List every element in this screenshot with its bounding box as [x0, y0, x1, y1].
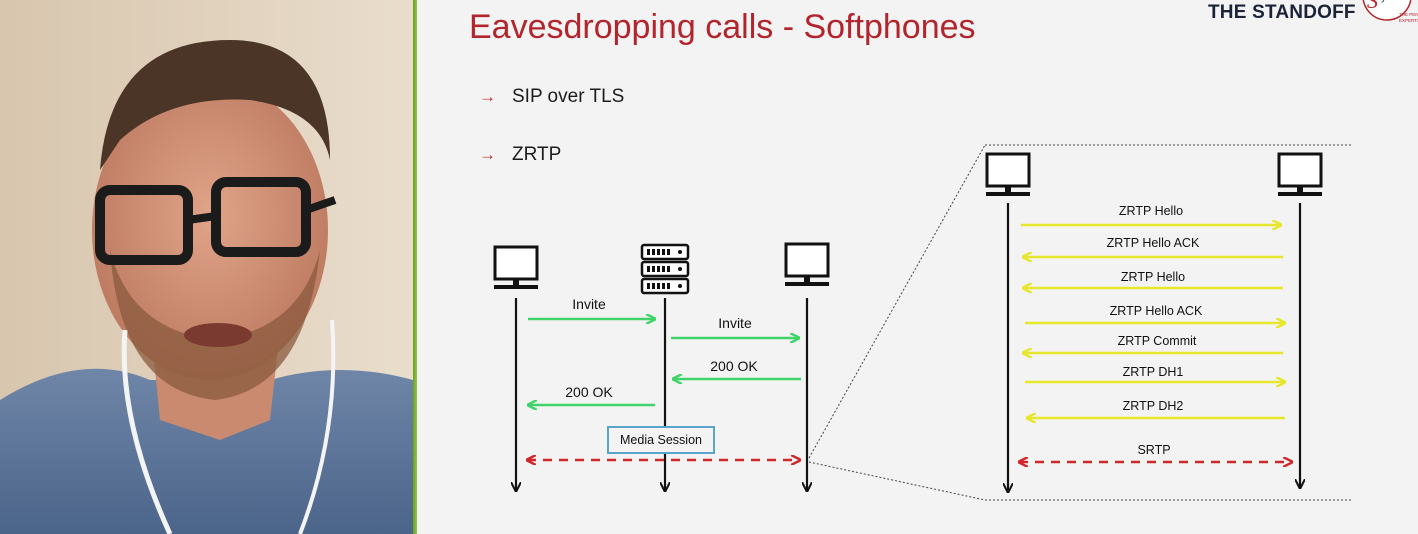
- zrtp-message-label: ZRTP Commit: [1118, 334, 1197, 348]
- zrtp-message-label: ZRTP DH1: [1123, 365, 1184, 379]
- client-a-computer-icon: [492, 245, 540, 291]
- sip-server-icon: [640, 243, 690, 295]
- webcam-border: [413, 0, 417, 534]
- arrow-right-icon: →: [479, 145, 496, 164]
- svg-text:S: S: [1367, 0, 1378, 13]
- svg-text:ySS: ySS: [1381, 0, 1401, 3]
- sip-message-label: 200 OK: [565, 384, 613, 400]
- bullet-zrtp: → ZRTP: [479, 144, 561, 166]
- bullet-text: ZRTP: [512, 144, 562, 165]
- zrtp-message-label: ZRTP Hello ACK: [1110, 304, 1203, 318]
- bullet-sip-over-tls: → SIP over TLS: [479, 86, 624, 108]
- brand-logo-text: THE STANDOFF: [1208, 2, 1356, 23]
- svg-text:EXPERTS: EXPERTS: [1399, 18, 1418, 23]
- presentation-slide: Eavesdropping calls - Softphones THE STA…: [417, 0, 1418, 534]
- media-session-label: Media Session: [607, 426, 715, 454]
- sip-message-label: 200 OK: [710, 358, 758, 374]
- zrtp-client-b-computer-icon: [1276, 152, 1324, 198]
- syss-logo: S ySS THE PEN EXPERTS: [1362, 0, 1418, 23]
- bullet-text: SIP over TLS: [512, 86, 625, 107]
- zrtp-message-label: ZRTP Hello: [1121, 270, 1185, 284]
- slide-title: Eavesdropping calls - Softphones: [469, 8, 976, 46]
- sip-message-label: Invite: [572, 296, 606, 312]
- zoom-line-top: [808, 144, 986, 459]
- sip-message-label: Invite: [718, 315, 752, 331]
- arrow-right-icon: →: [479, 87, 496, 106]
- presenter-video: [0, 0, 413, 534]
- client-b-computer-icon: [783, 242, 831, 288]
- svg-text:THE PEN: THE PEN: [1399, 12, 1418, 17]
- zrtp-message-label: ZRTP DH2: [1123, 399, 1184, 413]
- webcam-feed: [0, 0, 413, 534]
- zrtp-message-label: ZRTP Hello: [1119, 204, 1183, 218]
- zrtp-client-a-computer-icon: [984, 152, 1032, 198]
- zrtp-message-label: ZRTP Hello ACK: [1107, 236, 1200, 250]
- srtp-label: SRTP: [1137, 443, 1170, 457]
- call-flow-diagram: Invite Invite 200 OK 200 OK ZRTP Hello Z…: [492, 144, 1351, 501]
- zoom-line-bottom: [808, 461, 986, 501]
